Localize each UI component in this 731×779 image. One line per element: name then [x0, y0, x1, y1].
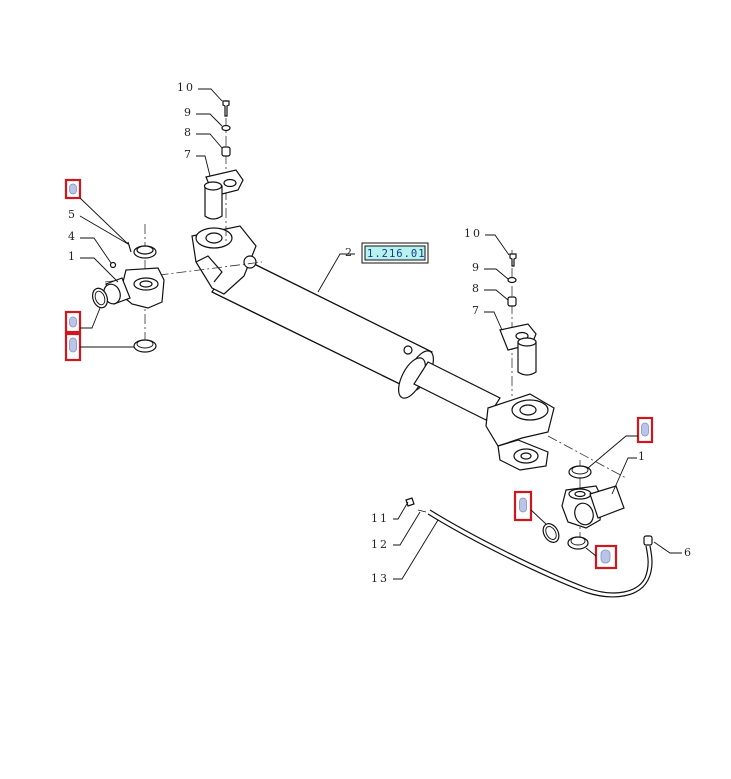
callout-6: 6	[684, 546, 693, 559]
callout-13: 13	[371, 572, 389, 585]
hotspot-left-mid[interactable]	[64, 310, 82, 334]
callout-9-right: 9	[472, 261, 481, 274]
callout-labels: 10 9 8 7 5 4 1 2 10 9 8 7 1 11 12 13	[68, 81, 693, 585]
pivot-block-left[interactable]	[90, 224, 263, 353]
callout-8: 8	[184, 126, 193, 139]
callout-7-right: 7	[472, 304, 481, 317]
hotspot-right-bottom[interactable]	[594, 544, 618, 570]
callout-9: 9	[184, 106, 193, 119]
callout-4: 4	[68, 230, 77, 243]
reference-code: 1.216.01	[367, 248, 426, 260]
hotspot-left-bottom[interactable]	[64, 332, 82, 362]
callout-7: 7	[184, 148, 193, 161]
callout-10-right: 10	[464, 227, 482, 240]
hydraulic-cylinder[interactable]	[191, 225, 555, 471]
callout-11: 11	[371, 512, 389, 525]
callout-2: 2	[345, 246, 354, 259]
reference-link[interactable]: 1.216.01	[361, 242, 429, 264]
pin-assembly-top-left[interactable]	[203, 100, 244, 244]
callout-12: 12	[371, 538, 389, 551]
callout-10: 10	[177, 81, 195, 94]
callout-8-right: 8	[472, 282, 481, 295]
callout-5: 5	[68, 208, 77, 221]
hotspot-right-top[interactable]	[636, 416, 654, 444]
callout-1-right: 1	[638, 450, 647, 463]
hotspot-left-top[interactable]	[64, 178, 82, 200]
pin-assembly-top-right[interactable]	[499, 250, 537, 396]
hotspot-right-mid[interactable]	[513, 490, 533, 522]
callout-1-left: 1	[68, 250, 77, 263]
pivot-block-right[interactable]	[540, 435, 627, 550]
grease-hose[interactable]	[405, 497, 653, 598]
